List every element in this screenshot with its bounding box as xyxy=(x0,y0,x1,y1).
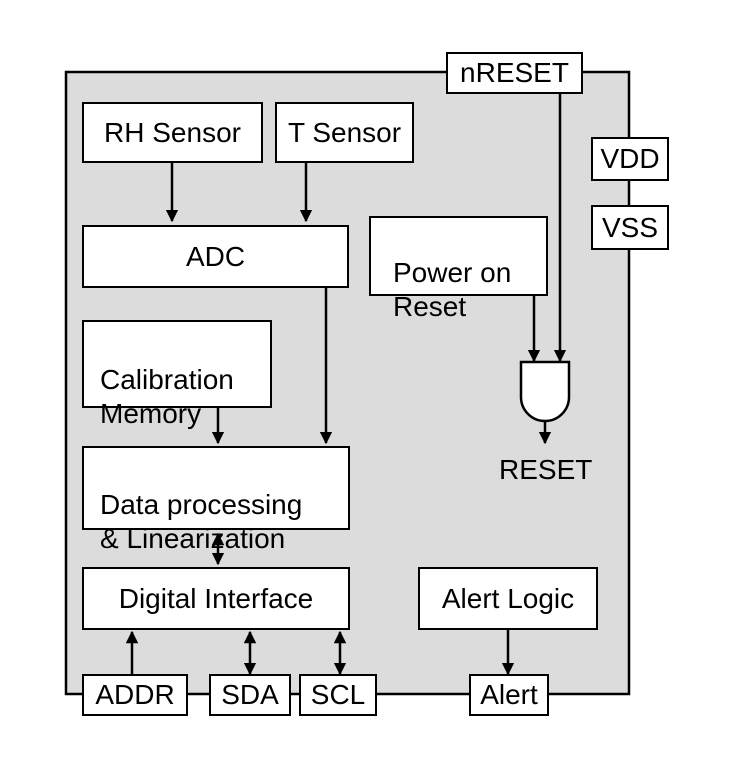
data-processing-label: Data processing & Linearization xyxy=(100,489,303,554)
rh-sensor-label: RH Sensor xyxy=(104,116,241,148)
power-on-reset-label: Power on Reset xyxy=(393,257,512,322)
reset-output-label: RESET xyxy=(499,454,593,485)
alert-logic-block: Alert Logic xyxy=(418,567,598,630)
rh-sensor-block: RH Sensor xyxy=(82,102,263,163)
digital-interface-block: Digital Interface xyxy=(82,567,350,630)
adc-block: ADC xyxy=(82,225,349,288)
adc-label: ADC xyxy=(185,240,246,272)
vss-pin: VSS xyxy=(591,205,669,250)
t-sensor-label: T Sensor xyxy=(287,116,402,148)
data-processing-block: Data processing & Linearization xyxy=(82,446,350,554)
alert-logic-label: Alert Logic xyxy=(441,582,575,614)
power-on-reset-block: Power on Reset xyxy=(369,216,548,322)
vss-pin-label: VSS xyxy=(601,211,659,243)
alert-pin-label: Alert xyxy=(480,679,538,710)
addr-pin-label: ADDR xyxy=(95,679,175,710)
nreset-pin-label: nRESET xyxy=(460,57,569,88)
scl-pin-label: SCL xyxy=(310,679,366,710)
calibration-memory-block: Calibration Memory xyxy=(82,320,272,429)
vdd-pin: VDD xyxy=(591,137,669,181)
alert-pin: Alert xyxy=(469,674,549,716)
and-gate xyxy=(519,360,571,423)
nreset-pin: nRESET xyxy=(446,52,583,94)
t-sensor-block: T Sensor xyxy=(275,102,414,163)
sda-pin: SDA xyxy=(209,674,291,716)
addr-pin: ADDR xyxy=(82,674,188,716)
calibration-memory-label: Calibration Memory xyxy=(100,364,234,429)
scl-pin: SCL xyxy=(299,674,377,716)
vdd-pin-label: VDD xyxy=(600,143,660,174)
digital-interface-label: Digital Interface xyxy=(118,582,314,614)
sda-pin-label: SDA xyxy=(221,679,279,710)
